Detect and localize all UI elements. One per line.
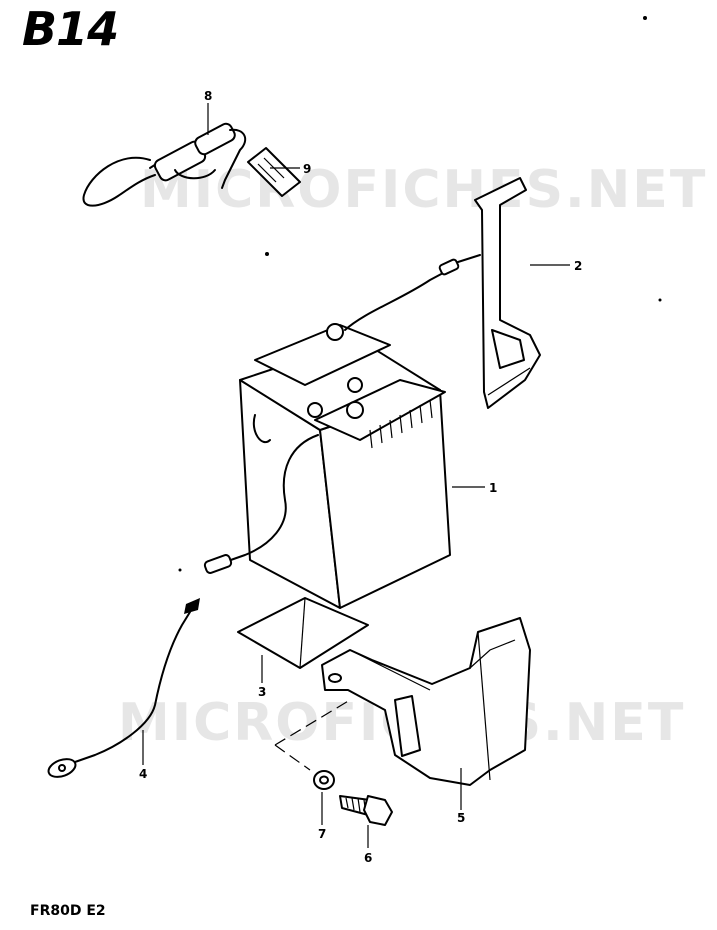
- washer-part: [313, 770, 335, 790]
- watermark-top: MICROFICHES.NET: [140, 160, 707, 220]
- battery-bracket-part: [321, 617, 531, 786]
- footer-model-code: FR80D E2: [30, 903, 106, 919]
- callout-7: 7: [318, 827, 326, 841]
- battery-part: [203, 254, 481, 609]
- battery-strap-part: [474, 177, 541, 409]
- battery-pad-part: [237, 597, 369, 669]
- callout-1: 1: [489, 481, 497, 495]
- callout-4: 4: [139, 767, 147, 781]
- bolt-part: [339, 795, 393, 826]
- fuse-holder-part: [82, 122, 247, 207]
- callout-9: 9: [303, 162, 311, 176]
- fuse-part: [247, 147, 301, 197]
- callout-6: 6: [364, 851, 372, 865]
- callout-2: 2: [574, 259, 582, 273]
- callout-8: 8: [204, 89, 212, 103]
- page-title: B14: [22, 2, 119, 56]
- callout-5: 5: [457, 811, 465, 825]
- callout-leaders: [142, 103, 570, 848]
- callout-3: 3: [258, 685, 266, 699]
- ground-lead-part: [47, 598, 200, 778]
